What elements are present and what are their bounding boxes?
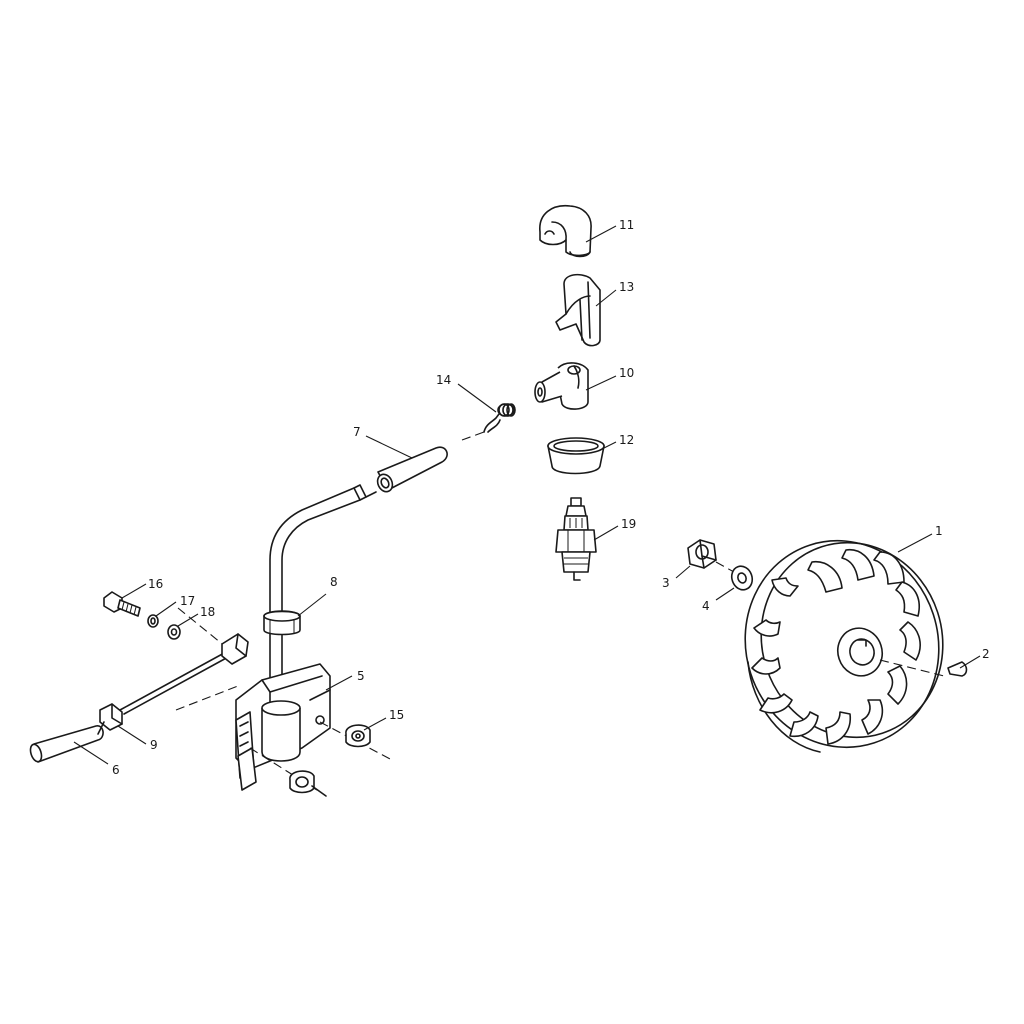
part-18-washer	[167, 624, 181, 640]
callout-11: 11	[619, 218, 634, 232]
part-19-spark-plug	[555, 497, 597, 581]
part-ht-lead-wire	[269, 484, 377, 701]
callout-6: 6	[112, 763, 120, 777]
part-17-washer	[147, 614, 159, 628]
lower-fastener	[289, 770, 327, 797]
callout-18: 18	[200, 605, 215, 619]
callout-19: 19	[621, 517, 636, 531]
part-12-ring	[547, 437, 605, 475]
stop-wire	[119, 633, 249, 715]
part-6-sleeve	[29, 721, 105, 763]
callout-5: 5	[357, 669, 365, 683]
callout-4: 4	[702, 599, 710, 613]
callout-1: 1	[935, 524, 943, 538]
callout-10: 10	[619, 366, 634, 380]
callout-13: 13	[619, 280, 634, 294]
part-8-grommet	[263, 610, 301, 636]
part-3-nut	[687, 539, 717, 569]
part-2-woodruff-key	[947, 661, 968, 677]
part-7-hose-tube	[376, 446, 448, 493]
callout-3: 3	[662, 576, 670, 590]
part-5-ignition-coil	[235, 663, 331, 791]
part-13-spring-cover	[555, 273, 601, 347]
callout-8: 8	[330, 575, 338, 589]
callout-9: 9	[150, 738, 158, 752]
part-9-wire-clamp	[99, 703, 123, 731]
part-15-fastener	[345, 724, 371, 748]
callout-7: 7	[353, 425, 361, 439]
callout-16: 16	[148, 577, 163, 591]
part-4-washer	[730, 565, 754, 591]
callout-14: 14	[436, 373, 451, 387]
part-11-plug-boot	[539, 205, 592, 258]
part-16-screw	[103, 591, 141, 617]
callout-15: 15	[389, 708, 404, 722]
callout-17: 17	[180, 594, 195, 608]
part-1-flywheel	[744, 539, 944, 753]
part-14-spring-clip	[483, 403, 516, 433]
callout-2: 2	[982, 647, 990, 661]
part-10-spark-plug-cap	[534, 362, 589, 410]
callout-12: 12	[619, 433, 634, 447]
